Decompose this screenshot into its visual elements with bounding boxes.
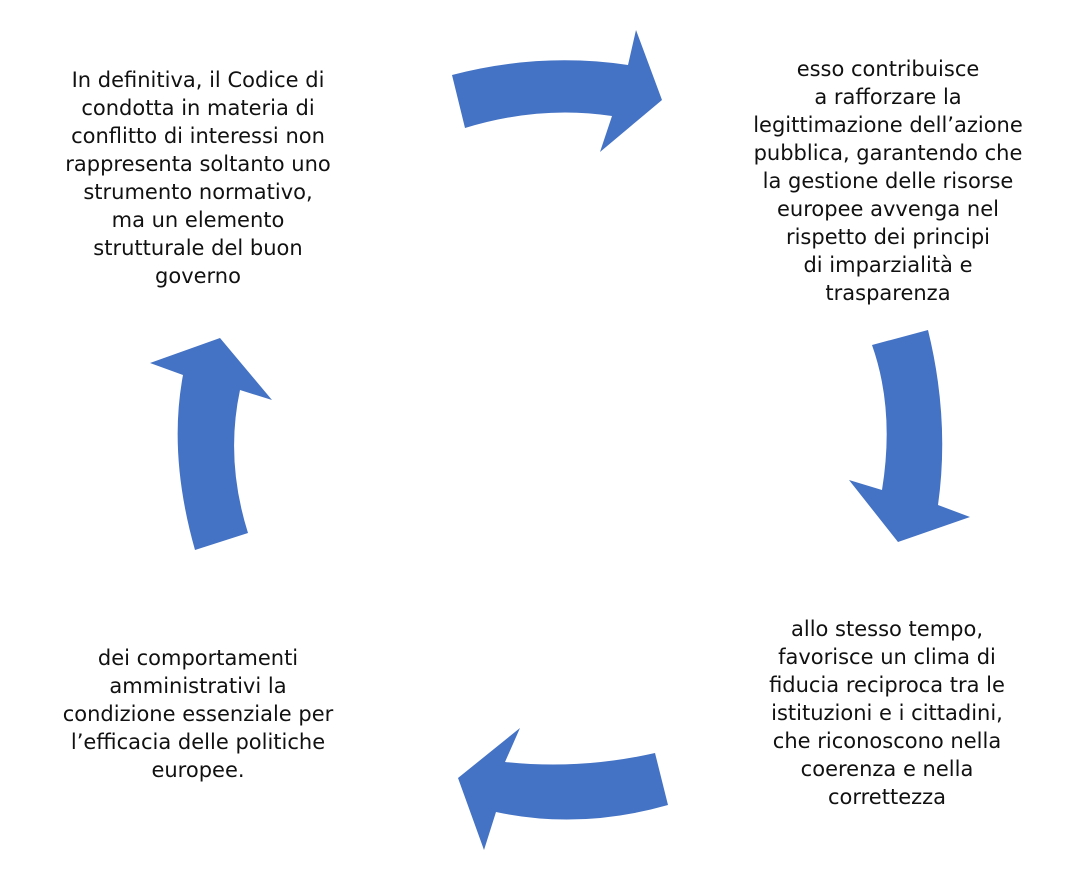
arrow-right-icon bbox=[849, 330, 970, 542]
cycle-step-4: dei comportamenti amministrativi la cond… bbox=[62, 646, 334, 782]
cycle-step-2: esso contribuisce a rafforzare la legitt… bbox=[753, 57, 1023, 305]
arrow-top-icon bbox=[452, 30, 662, 152]
arrow-bottom-icon bbox=[458, 728, 668, 850]
cycle-step-3: allo stesso tempo, favorisce un clima di… bbox=[769, 617, 1005, 809]
arrow-left-icon bbox=[150, 338, 272, 550]
cycle-step-1: In definitiva, il Codice di condotta in … bbox=[65, 68, 331, 288]
